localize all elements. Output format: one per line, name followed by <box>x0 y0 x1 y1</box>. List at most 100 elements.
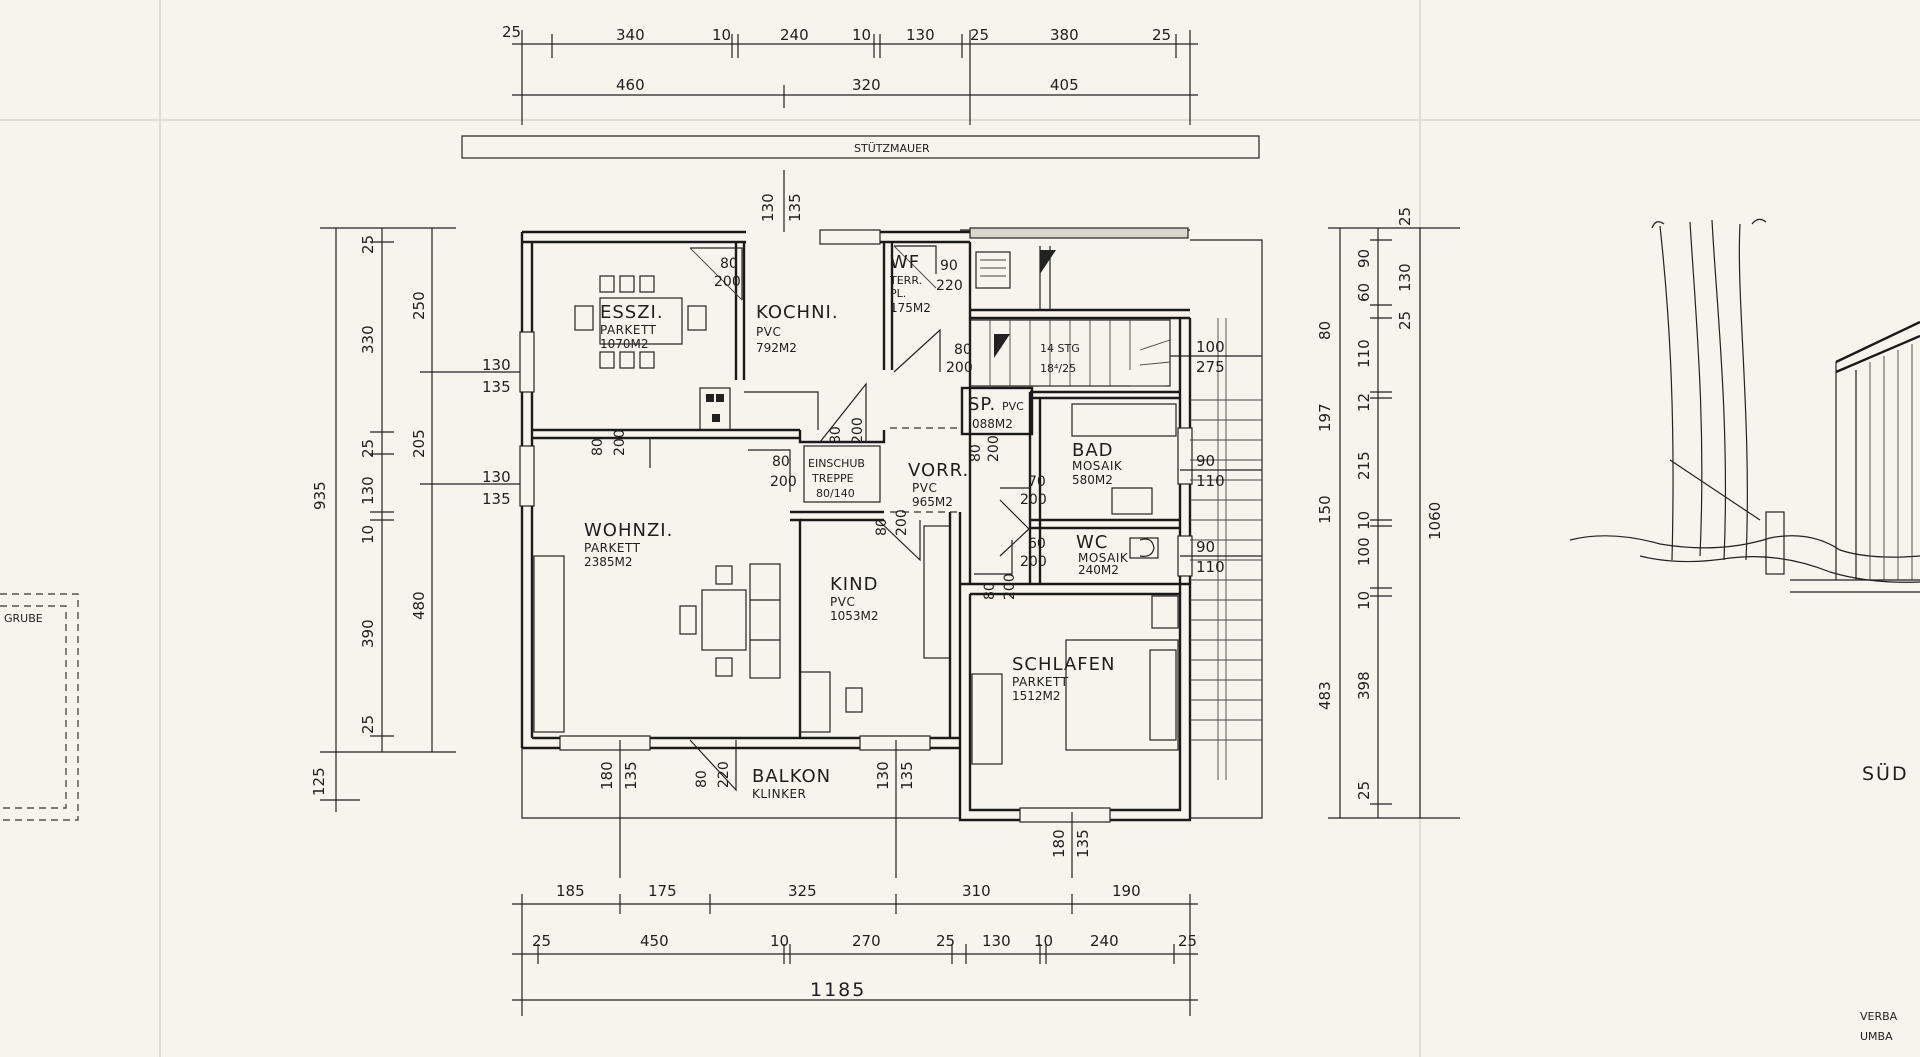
door-wf-b: 220 <box>936 278 963 294</box>
right-dim-6: 215 <box>1355 451 1373 480</box>
wc-window-b: 110 <box>1196 558 1225 576</box>
door-esszi-a: 80 <box>720 256 738 272</box>
room-vorr-area: 965M2 <box>912 495 953 509</box>
bottom-dim-row2-3: 10 <box>770 932 789 950</box>
bottom-dim-row2-1: 25 <box>532 932 551 950</box>
bottom-window-dims: 180 135 130 135 180 135 <box>598 740 1092 878</box>
room-wc-name: WC <box>1076 532 1108 553</box>
room-balkon: BALKON KLINKER <box>752 766 831 801</box>
door-sp-a: 80 <box>968 444 984 462</box>
room-sp-name: SP. <box>968 394 996 415</box>
kids-room-furniture <box>799 525 951 733</box>
pit-outline: GRUBE <box>0 593 79 821</box>
door-kind-a: 80 <box>874 518 890 536</box>
room-wf: WF TERR. PL. 175M2 <box>889 252 931 315</box>
room-sp-area: 088M2 <box>972 417 1013 431</box>
room-esszi-area: 1070M2 <box>600 337 649 351</box>
bottom-dim-2: 175 <box>648 882 677 900</box>
left-dim-3: 25 <box>359 439 377 458</box>
left-inner-dim-3: 480 <box>410 591 428 620</box>
room-esszi-name: ESSZI. <box>600 302 664 323</box>
right-mid-dim-1: 25 <box>1396 207 1414 226</box>
right-dim-2: 60 <box>1355 283 1373 302</box>
top-dim-3: 10 <box>712 26 731 44</box>
door-bad-a: 70 <box>1028 474 1046 490</box>
room-wf-name: WF <box>890 252 920 273</box>
room-kind-area: 1053M2 <box>830 609 879 623</box>
left-bottom-dim: 125 <box>310 767 328 796</box>
room-kind-floor: PVC <box>830 595 855 609</box>
bottom-dim-row2-2: 450 <box>640 932 669 950</box>
door-esszi-b: 200 <box>714 274 741 290</box>
top-dim-row2-1: 460 <box>616 76 645 94</box>
room-kochni-area: 792M2 <box>756 341 797 355</box>
door-bad-b: 200 <box>1020 492 1047 508</box>
top-dim-5: 10 <box>852 26 871 44</box>
living-room-furniture <box>533 555 781 733</box>
left-window-1-a: 130 <box>482 356 511 374</box>
einschub-line3: 80/140 <box>816 487 855 500</box>
room-kind: KIND PVC 1053M2 <box>830 574 879 623</box>
wc-window-a: 90 <box>1196 538 1215 556</box>
left-dim-7: 25 <box>359 715 377 734</box>
right-mid-dim-3: 25 <box>1396 311 1414 330</box>
door-stair-b: 200 <box>946 360 973 376</box>
right-dim-10: 398 <box>1355 671 1373 700</box>
top-dim-1: 25 <box>502 23 521 41</box>
right-mid-dim-6: 483 <box>1316 681 1334 710</box>
bottom-dim-row2-7: 10 <box>1034 932 1053 950</box>
left-window-1-b: 135 <box>482 378 511 396</box>
bottom-window-1-a: 180 <box>598 761 616 790</box>
door-wohn-top-b: 200 <box>612 429 628 456</box>
left-dim-5: 10 <box>359 525 377 544</box>
room-balkon-name: BALKON <box>752 766 831 787</box>
door-wc-a: 60 <box>1028 536 1046 552</box>
room-wohnzi-floor: PARKETT <box>584 541 641 555</box>
south-label: SÜD <box>1862 762 1909 785</box>
bottom-dim-4: 310 <box>962 882 991 900</box>
bottom-total-dim: 1185 <box>810 979 866 1001</box>
room-vorr: VORR. PVC 965M2 <box>908 460 968 509</box>
bottom-dim-1: 185 <box>556 882 585 900</box>
right-dim-1: 90 <box>1355 249 1373 268</box>
right-total-dim: 1060 <box>1426 502 1444 540</box>
room-bad-floor: MOSAIK <box>1072 459 1123 473</box>
door-kochni-bottom-b: 200 <box>850 417 866 444</box>
left-window-2-b: 135 <box>482 490 511 508</box>
verba-label: VERBA <box>1860 1010 1898 1023</box>
left-window-2-a: 130 <box>482 468 511 486</box>
door-kind-b: 200 <box>894 509 910 536</box>
left-dim-6: 390 <box>359 619 377 648</box>
right-dim-5: 12 <box>1355 393 1373 412</box>
stove <box>699 387 731 431</box>
door-balkon-b: 220 <box>716 761 732 788</box>
door-wc-b: 200 <box>1020 554 1047 570</box>
retaining-wall: STÜTZMAUER <box>461 135 1260 159</box>
stair-right-dim-b: 275 <box>1196 358 1225 376</box>
top-dim-7: 25 <box>970 26 989 44</box>
bottom-window-3-a: 180 <box>1050 829 1068 858</box>
room-wc: WC MOSAIK 240M2 <box>1076 532 1128 577</box>
umba-label: UMBA <box>1860 1030 1893 1043</box>
door-dimensions: 80 200 90 220 80 200 80 200 80 200 80 20… <box>590 256 1047 788</box>
pit-label: GRUBE <box>4 612 43 625</box>
bottom-dim-row2-9: 25 <box>1178 932 1197 950</box>
bottom-dim-3: 325 <box>788 882 817 900</box>
right-mid-dim-2: 130 <box>1396 263 1414 292</box>
top-dim-row2-3: 405 <box>1050 76 1079 94</box>
left-dim-4: 130 <box>359 476 377 505</box>
door-schlafen-a: 80 <box>982 582 998 600</box>
stairs-ratio: 18⁴/25 <box>1040 362 1076 375</box>
right-dim-11: 25 <box>1355 781 1373 800</box>
bottom-dim-row2-8: 240 <box>1090 932 1119 950</box>
right-mid-dim-5: 150 <box>1316 495 1334 524</box>
stair-right-dim-a: 100 <box>1196 338 1225 356</box>
room-kind-name: KIND <box>830 574 878 595</box>
door-swings <box>610 245 1031 792</box>
bedroom-furniture <box>971 595 1179 765</box>
top-window-dim-b: 135 <box>786 193 804 222</box>
door-sp-b: 200 <box>986 435 1002 462</box>
room-bad: BAD MOSAIK 580M2 <box>1072 440 1123 487</box>
stairs-count: 14 STG <box>1040 342 1080 355</box>
